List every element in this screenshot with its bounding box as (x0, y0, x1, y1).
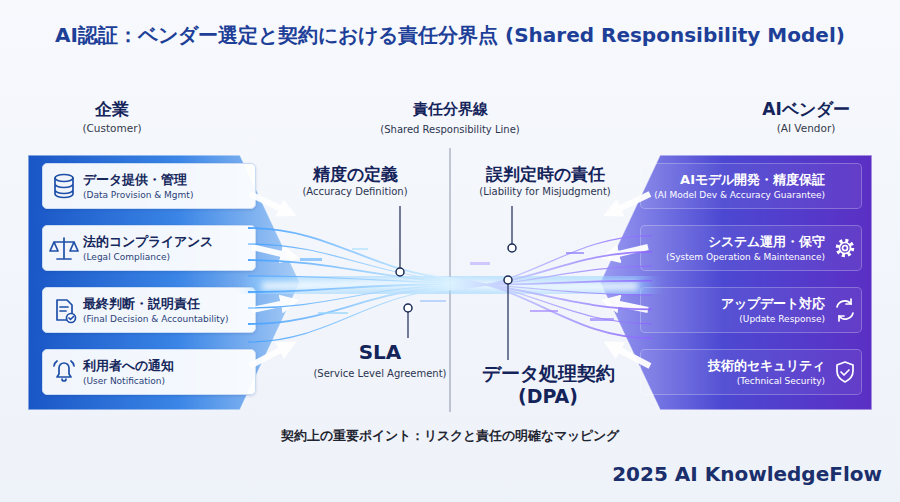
item-subtitle: (Legal Compliance) (83, 251, 255, 263)
glitch-bar (352, 248, 368, 250)
wave-strand (248, 260, 652, 309)
responsibility-box: 技術的セキュリティ(Technical Security) (640, 349, 862, 395)
item-subtitle: (System Operation & Maintenance) (666, 251, 825, 263)
item-subtitle: (Technical Security) (737, 375, 825, 387)
leader-line (399, 206, 400, 272)
leader-dots (396, 244, 516, 312)
panel-subheading: (AI Vendor) (777, 122, 836, 134)
panel-band: AIベンダー(AI Vendor)AIモデル開発・精度保証(AI Model D… (600, 155, 872, 410)
responsibility-box: システム運用・保守(System Operation & Maintenance… (640, 225, 862, 271)
glitch-bar (530, 310, 558, 312)
leader-line (511, 206, 512, 248)
wave-strand (248, 236, 652, 342)
leader-line (407, 308, 408, 338)
wave-strand (248, 276, 652, 295)
wave-strand (248, 228, 652, 338)
leader-dot (508, 244, 516, 252)
item-title: 技術的セキュリティ (708, 358, 825, 374)
item-title: データ提供・管理 (83, 172, 255, 188)
responsibility-box: 法的コンプライアンス(Legal Compliance) (42, 225, 256, 271)
wave-strand (248, 281, 652, 292)
wave-core (262, 283, 638, 286)
item-title: 利用者への通知 (83, 358, 255, 374)
contract-point-en: (Liability for Misjudgment) (479, 186, 611, 197)
wave-strand (248, 252, 652, 324)
item-title: 法的コンプライアンス (83, 234, 255, 250)
chevron-band (600, 155, 872, 410)
glitch-bar (470, 262, 490, 265)
panel-heading: 企業 (95, 98, 129, 121)
contract-point: 誤判定時の責任 (486, 163, 605, 186)
responsibility-divider (450, 148, 451, 412)
center-subheading: (Shared Responsibility Line) (380, 124, 519, 135)
contract-point: 精度の定義 (313, 163, 398, 186)
responsibility-box: AIモデル開発・精度保証(AI Model Dev & Accuracy Gua… (640, 163, 862, 209)
leader-dot (404, 304, 412, 312)
wave-strand (248, 266, 652, 308)
glitch-bars (300, 248, 614, 321)
item-subtitle: (Update Response) (739, 313, 825, 325)
item-title: システム運用・保守 (708, 234, 825, 250)
watermark: 2025 AI KnowledgeFlow (612, 462, 882, 486)
contract-point: データ処理契約 (DPA) (463, 362, 633, 408)
responsibility-box: 最終判断・説明責任(Final Decision & Accountabilit… (42, 287, 256, 333)
item-subtitle: (User Notification) (83, 375, 255, 387)
item-title: 最終判断・説明責任 (83, 296, 255, 312)
responsibility-box: アップデート対応(Update Response) (640, 287, 862, 333)
item-title: AIモデル開発・精度保証 (680, 172, 825, 188)
glitch-bar (566, 252, 584, 254)
leader-dot (396, 268, 404, 276)
glitch-bar (300, 258, 322, 261)
diagram-title: AI認証：ベンダー選定と契約における責任分界点 (Shared Responsi… (55, 22, 845, 49)
leader-line (507, 280, 508, 360)
responsibility-box: データ提供・管理(Data Provision & Mgmt) (42, 163, 256, 209)
wave-glow (252, 283, 648, 286)
contract-point: SLA (359, 340, 402, 364)
glitch-bar (590, 318, 614, 321)
responsibility-box: 利用者への通知(User Notification) (42, 349, 256, 395)
wave-glow (252, 283, 648, 286)
diagram-caption: 契約上の重要ポイント：リスクと責任の明確なマッピング (281, 428, 619, 445)
wave-strands (248, 228, 652, 342)
glitch-bar (420, 300, 446, 302)
panel-band: 企業(Customer)データ提供・管理(Data Provision & Mg… (28, 155, 300, 410)
panel-heading: AIベンダー (762, 98, 849, 121)
item-subtitle: (Data Provision & Mgmt) (83, 189, 255, 201)
item-title: アップデート対応 (721, 296, 825, 312)
chevron-band (28, 155, 300, 410)
glitch-bar (318, 312, 348, 314)
item-subtitle: (Final Decision & Accountability) (83, 313, 255, 325)
contract-point-en: (Service Level Agreement) (313, 368, 446, 379)
contract-point-en: (Accuracy Definition) (302, 186, 407, 197)
leader-dot (504, 276, 512, 284)
input-arrows (250, 194, 650, 366)
panel-subheading: (Customer) (82, 122, 141, 134)
center-heading: 責任分界線 (413, 100, 488, 119)
leader-lines (400, 206, 512, 360)
wave-strand (248, 244, 652, 324)
item-subtitle: (AI Model Dev & Accuracy Guarantee) (654, 189, 825, 201)
